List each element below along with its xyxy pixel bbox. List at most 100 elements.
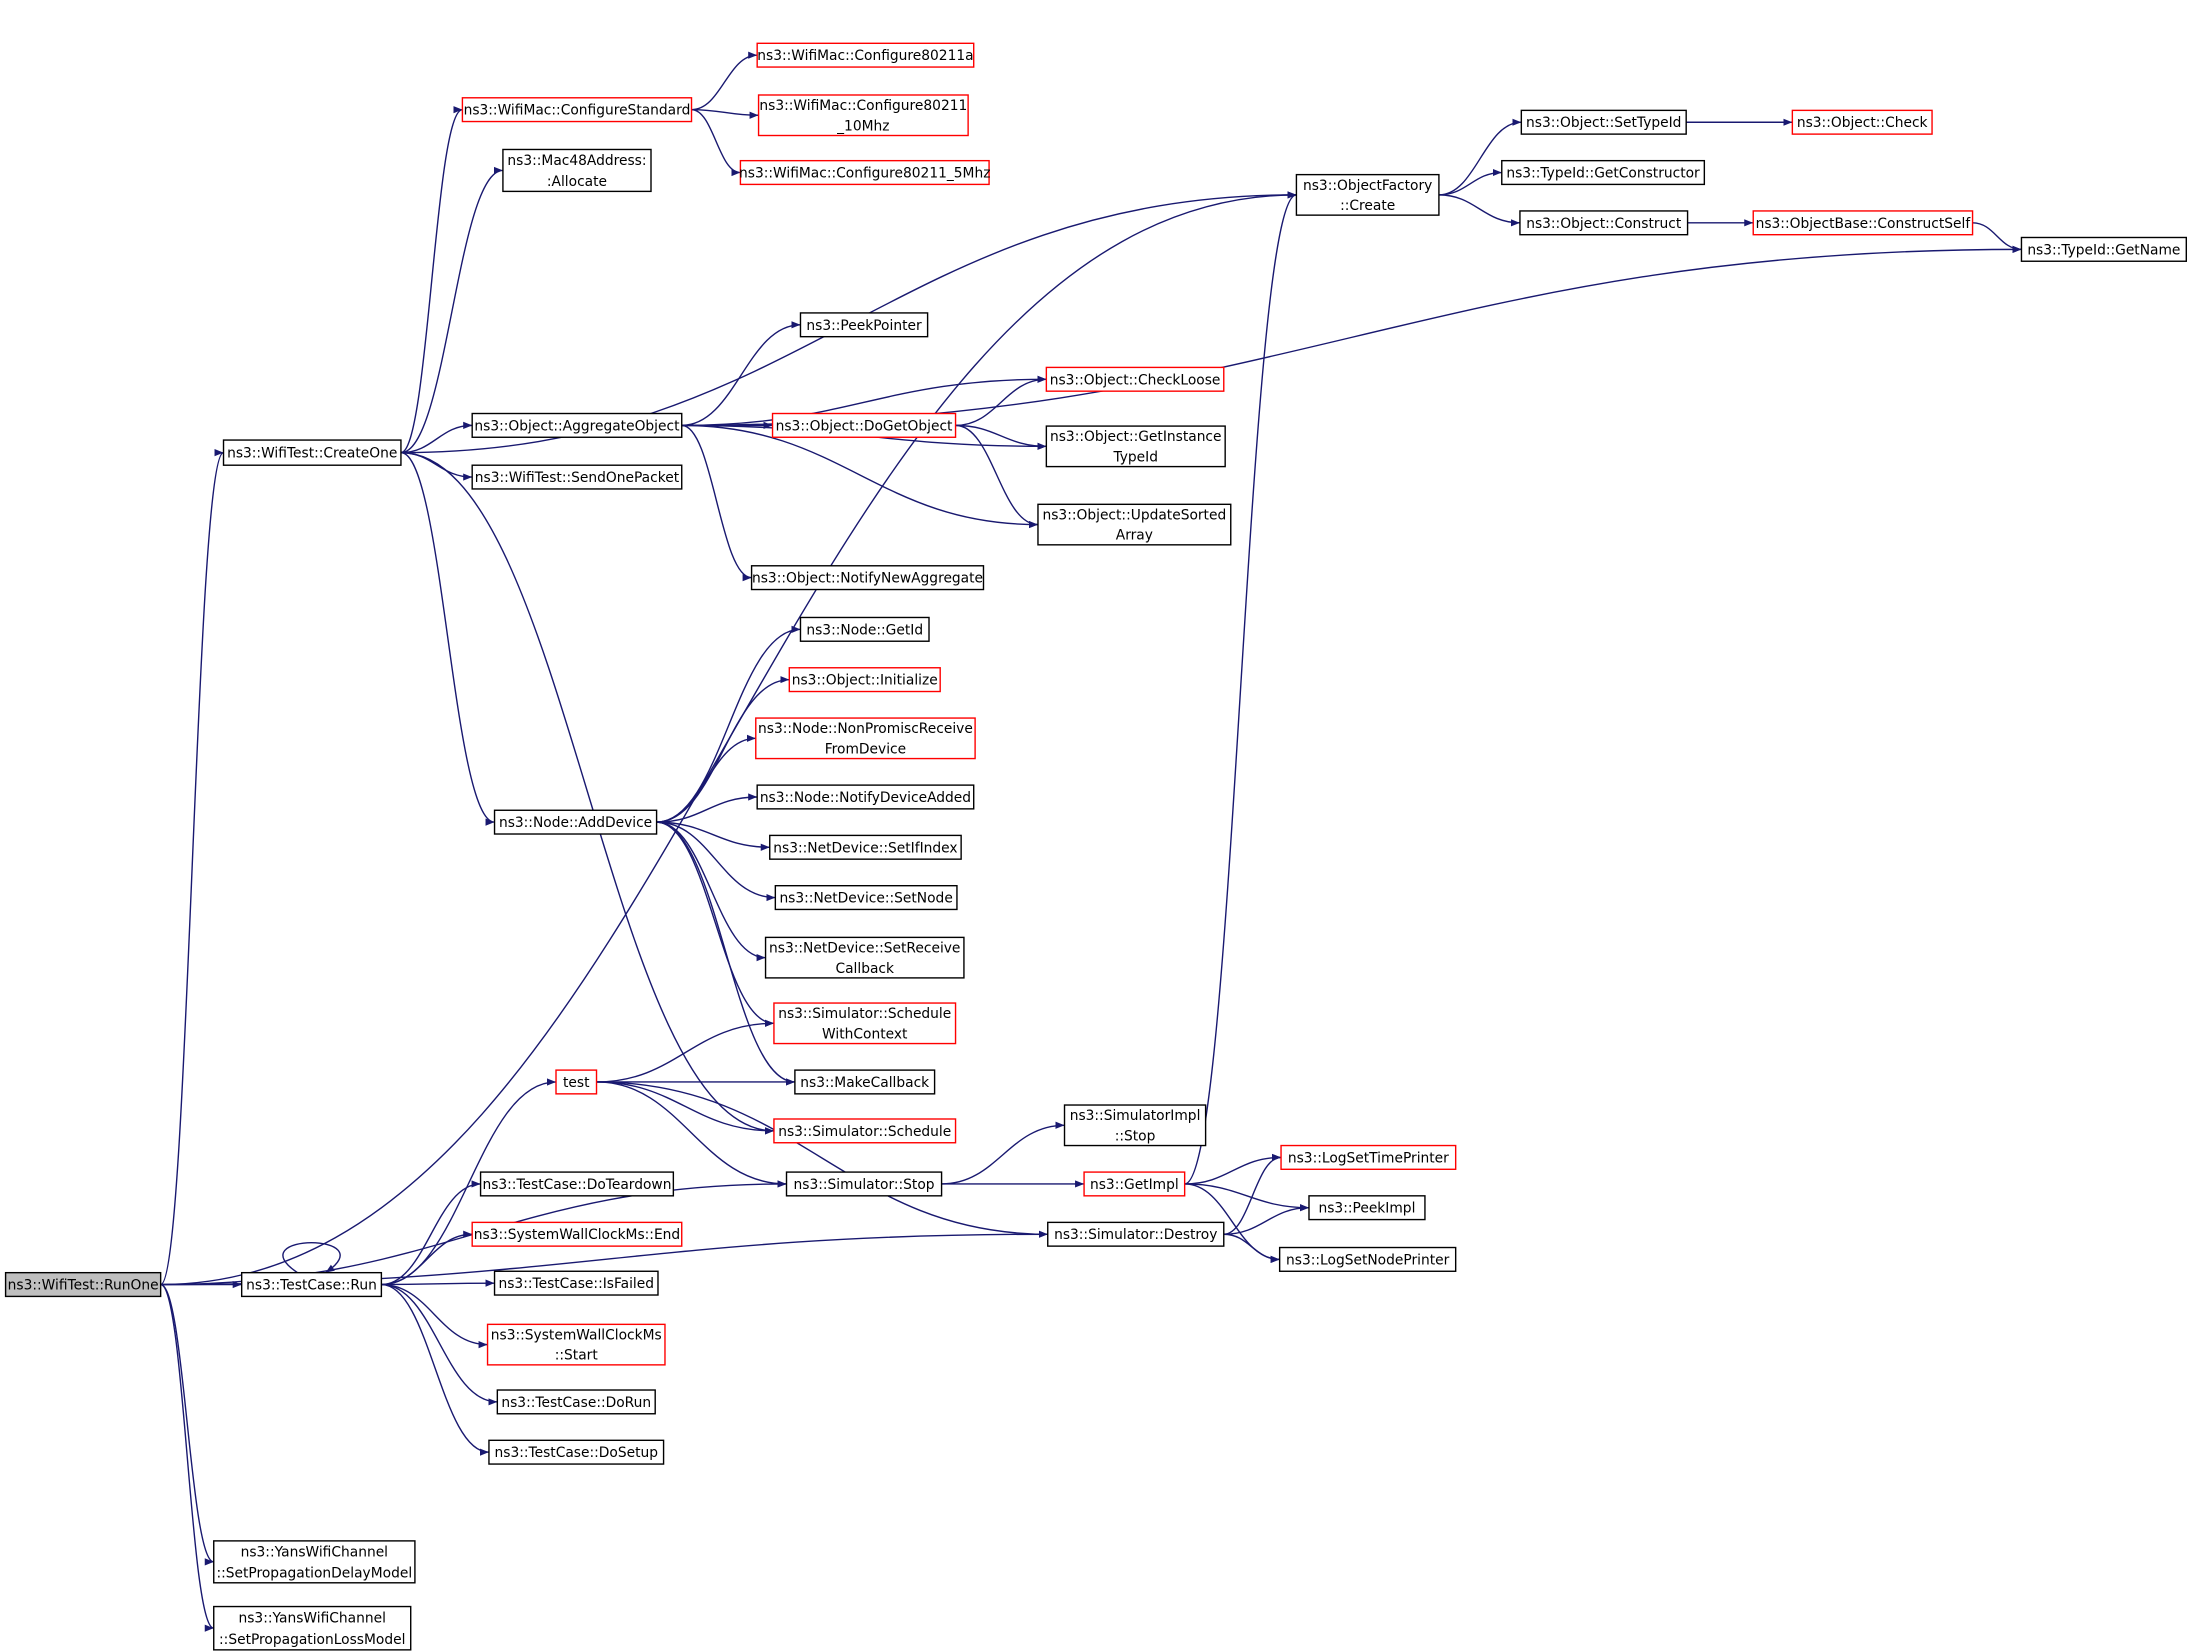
- node-label: Callback: [835, 961, 894, 977]
- node-aggobj[interactable]: ns3::Object::AggregateObject: [471, 412, 683, 438]
- node-simstop[interactable]: ns3::Simulator::Stop: [785, 1171, 943, 1197]
- node-mac48[interactable]: ns3::Mac48Address::Allocate: [502, 148, 652, 193]
- node-cfg_5[interactable]: ns3::WifiMac::Configure80211_5Mhz: [739, 159, 990, 186]
- node-settypeid[interactable]: ns3::Object::SetTypeId: [1520, 109, 1687, 135]
- edge-adddevice-to-setifindex: [656, 821, 770, 851]
- node-label: ::Start: [555, 1348, 599, 1364]
- node-simdestroy[interactable]: ns3::Simulator::Destroy: [1047, 1221, 1225, 1247]
- node-label: ns3::ObjectBase::ConstructSelf: [1756, 216, 1972, 232]
- edge-testcase_run-to-swc_start: [381, 1283, 488, 1349]
- node-box: [764, 936, 965, 979]
- node-label: ns3::NetDevice::SetReceive: [769, 941, 960, 957]
- node-peekptr[interactable]: ns3::PeekPointer: [799, 312, 929, 338]
- node-box: [471, 1221, 683, 1247]
- node-cfg_10[interactable]: ns3::WifiMac::Configure80211_10Mhz: [757, 94, 969, 137]
- node-box: [1752, 210, 1974, 236]
- node-schedule[interactable]: ns3::Simulator::Schedule: [773, 1118, 957, 1144]
- node-constructself[interactable]: ns3::ObjectBase::ConstructSelf: [1752, 210, 1974, 236]
- edge-testcase_run-to-dorun: [381, 1283, 498, 1406]
- edge-dogetobj-to-getinst: [955, 424, 1047, 450]
- node-createone[interactable]: ns3::WifiTest::CreateOne: [222, 439, 402, 466]
- node-adddevice[interactable]: ns3::Node::AddDevice: [493, 809, 658, 835]
- node-dogetobj[interactable]: ns3::Object::DoGetObject: [771, 412, 957, 438]
- edge-aggobj-to-peekptr: [681, 321, 801, 427]
- node-box: [788, 667, 941, 693]
- node-simimplstop[interactable]: ns3::SimulatorImpl::Stop: [1063, 1104, 1207, 1147]
- node-label: ns3::Simulator::Stop: [794, 1177, 935, 1193]
- node-notifydev[interactable]: ns3::Node::NotifyDeviceAdded: [756, 784, 975, 810]
- node-swc_start[interactable]: ns3::SystemWallClockMs::Start: [486, 1323, 666, 1366]
- node-box: [1520, 109, 1687, 135]
- node-label: ns3::TestCase::DoSetup: [495, 1445, 658, 1461]
- node-getname[interactable]: ns3::TypeId::GetName: [2020, 236, 2187, 262]
- node-box: [240, 1271, 383, 1298]
- node-getctor[interactable]: ns3::TypeId::GetConstructor: [1501, 159, 1706, 186]
- edge-getimpl-to-peekimpl: [1184, 1183, 1309, 1212]
- edge-test-to-simdestroy: [596, 1081, 1048, 1238]
- edge-simdestroy-to-peekimpl: [1223, 1204, 1309, 1235]
- node-dorun[interactable]: ns3::TestCase::DoRun: [496, 1389, 656, 1415]
- node-lognode[interactable]: ns3::LogSetNodePrinter: [1278, 1246, 1457, 1272]
- node-logtime[interactable]: ns3::LogSetTimePrinter: [1280, 1144, 1457, 1170]
- node-objfactory[interactable]: ns3::ObjectFactory::Create: [1295, 173, 1440, 216]
- node-swc_end[interactable]: ns3::SystemWallClockMs::End: [471, 1221, 683, 1247]
- node-setnode[interactable]: ns3::NetDevice::SetNode: [774, 884, 958, 911]
- edge-adddevice-to-notifydev: [656, 793, 758, 823]
- node-label: test: [563, 1075, 590, 1091]
- node-label: ns3::Node::NonPromiscReceive: [758, 721, 973, 737]
- node-notifynewagg[interactable]: ns3::Object::NotifyNewAggregate: [750, 565, 985, 591]
- node-box: [1519, 210, 1689, 236]
- nodes: ns3::WifiTest::RunOne ns3::WifiTest::Crea…: [4, 42, 2187, 1651]
- node-label: ns3::Object::UpdateSorted: [1042, 507, 1226, 523]
- node-makecb[interactable]: ns3::MakeCallback: [794, 1069, 936, 1095]
- node-peekimpl[interactable]: ns3::PeekImpl: [1308, 1195, 1426, 1221]
- edge-simstop-to-simimplstop: [941, 1121, 1065, 1185]
- node-sendone[interactable]: ns3::WifiTest::SendOnePacket: [471, 464, 683, 490]
- node-getimpl[interactable]: ns3::GetImpl: [1083, 1171, 1186, 1197]
- node-label: ns3::YansWifiChannel: [239, 1610, 386, 1626]
- node-label: ns3::WifiMac::ConfigureStandard: [464, 103, 691, 119]
- node-yans_delay[interactable]: ns3::YansWifiChannel::SetPropagationDela…: [213, 1540, 416, 1584]
- node-getid[interactable]: ns3::Node::GetId: [799, 616, 930, 642]
- node-label: ns3::TestCase::Run: [246, 1278, 377, 1294]
- node-checkloose[interactable]: ns3::Object::CheckLoose: [1045, 366, 1225, 392]
- node-box: [1791, 109, 1933, 135]
- node-label: Array: [1116, 528, 1153, 544]
- edge-createone-to-adddevice: [400, 451, 495, 826]
- edge-configstd-to-cfg_5: [691, 108, 741, 177]
- node-box: [493, 809, 658, 835]
- edge-createone-to-schedule: [400, 451, 774, 1135]
- node-yans_loss[interactable]: ns3::YansWifiChannel::SetPropagationLoss…: [213, 1605, 412, 1651]
- node-box: [213, 1540, 416, 1584]
- node-label: ns3::TestCase::IsFailed: [498, 1276, 654, 1292]
- node-box: [222, 439, 402, 466]
- node-isfailed[interactable]: ns3::TestCase::IsFailed: [493, 1270, 659, 1296]
- node-construct[interactable]: ns3::Object::Construct: [1519, 210, 1689, 236]
- node-label: ns3::TestCase::DoRun: [501, 1395, 651, 1411]
- edge-getimpl-to-objfactory: [1184, 191, 1297, 1185]
- node-test[interactable]: test: [555, 1069, 598, 1095]
- node-setifindex[interactable]: ns3::NetDevice::SetIfIndex: [769, 834, 962, 860]
- node-box: [555, 1069, 598, 1095]
- node-configstd[interactable]: ns3::WifiMac::ConfigureStandard: [461, 97, 693, 123]
- node-label: ns3::TypeId::GetConstructor: [1506, 166, 1700, 182]
- node-label: ns3::WifiTest::RunOne: [8, 1278, 159, 1294]
- node-teardown[interactable]: ns3::TestCase::DoTeardown: [479, 1171, 675, 1197]
- node-testcase_run[interactable]: ns3::TestCase::Run: [240, 1271, 383, 1298]
- node-box: [771, 412, 957, 438]
- node-cfg_a[interactable]: ns3::WifiMac::Configure80211a: [756, 42, 975, 68]
- node-label: ns3::Simulator::Schedule: [778, 1124, 951, 1140]
- edge-adddevice-to-makecb: [656, 821, 795, 1086]
- edge-testcase_run-to-teardown: [381, 1180, 481, 1286]
- node-label: ns3::Object::CheckLoose: [1050, 372, 1221, 388]
- node-dosetup[interactable]: ns3::TestCase::DoSetup: [488, 1439, 665, 1465]
- node-check[interactable]: ns3::Object::Check: [1791, 109, 1933, 135]
- node-box: [1083, 1171, 1186, 1197]
- node-initialize[interactable]: ns3::Object::Initialize: [788, 667, 941, 693]
